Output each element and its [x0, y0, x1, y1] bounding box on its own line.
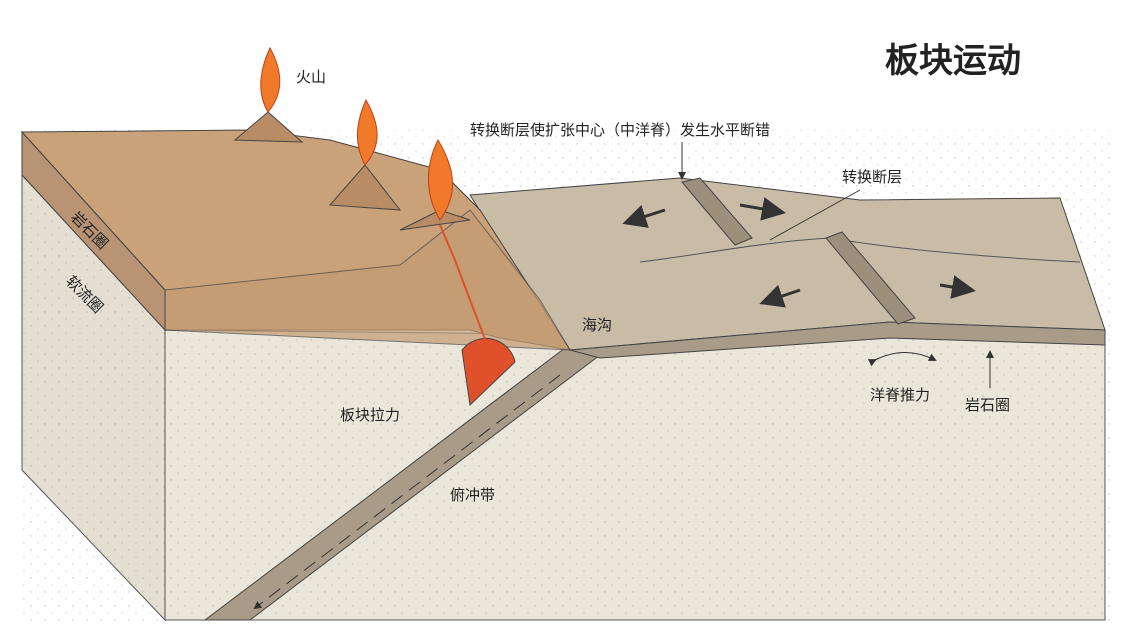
label-lithosphere-right: 岩石圈	[965, 396, 1010, 414]
ridge-segment-2	[825, 231, 916, 325]
label-subduction-zone: 俯冲带	[450, 486, 495, 504]
plate-motion-arrow	[939, 275, 976, 299]
pointer-line	[769, 189, 861, 241]
ridge-push-arrow	[867, 352, 937, 367]
plate-motion-arrow	[759, 284, 801, 308]
label-transform-fault: 转换断层	[842, 168, 902, 186]
transform-fault-line	[639, 237, 1081, 263]
ridge-segment-1	[681, 177, 753, 246]
label-transform-note: 转换断层使扩张中心（中洋脊）发生水平断错	[470, 121, 770, 139]
ocean-plate-top	[469, 177, 1106, 351]
label-slab-pull: 板块拉力	[340, 406, 400, 424]
label-ridge-push: 洋脊推力	[870, 386, 930, 404]
slab-arrow	[253, 374, 561, 610]
diagram-title: 板块运动	[885, 41, 1021, 81]
plate-motion-arrow	[622, 205, 666, 228]
volcano-icon	[233, 46, 471, 231]
continent-front	[164, 209, 571, 351]
magma-conduit	[439, 224, 491, 353]
magma-chamber	[461, 337, 516, 407]
label-trench: 海沟	[582, 316, 612, 334]
label-volcano: 火山	[296, 68, 326, 86]
plate-motion-arrow	[739, 197, 786, 221]
ocean-plate-edge	[569, 321, 1106, 359]
